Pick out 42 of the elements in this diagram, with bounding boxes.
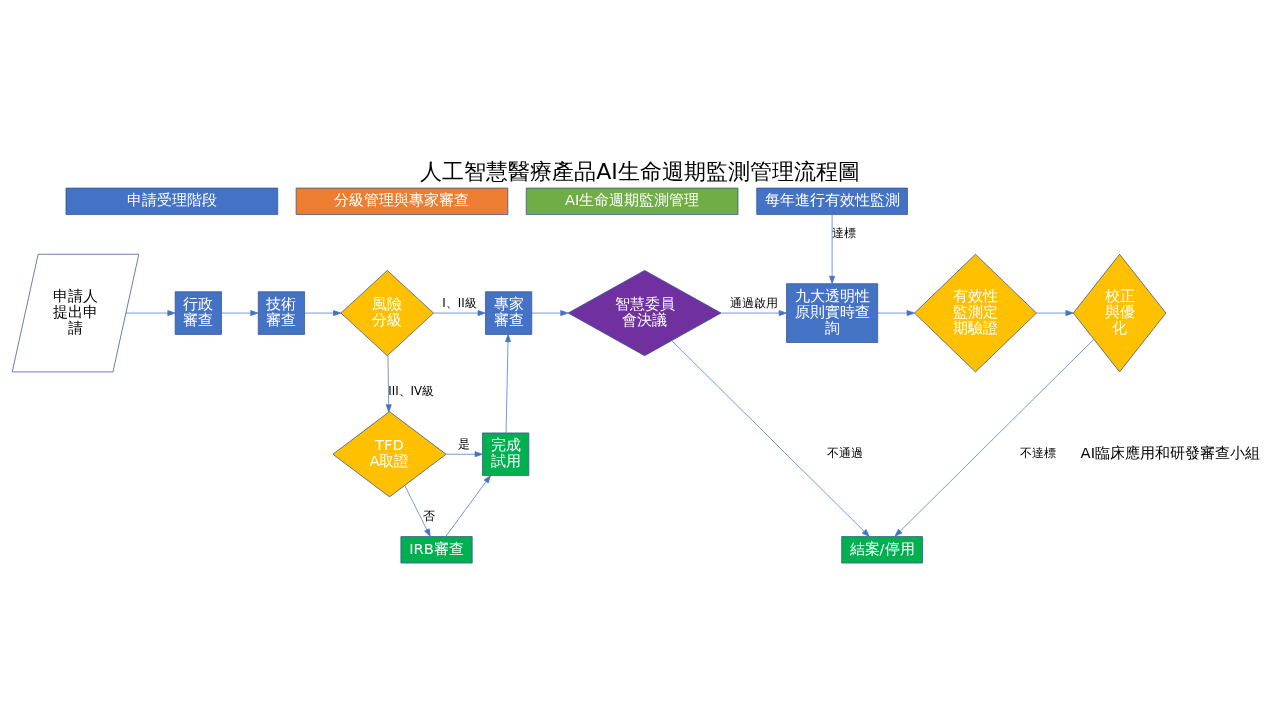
arrow [531,309,569,316]
node-box: 申請受理階段 [65,187,279,215]
arrow [671,339,870,537]
node-box: 完成試用 [482,432,530,476]
node-box: 技術審查 [257,290,305,335]
node-diamond: TFDA取證 [332,410,447,497]
arrow [445,474,491,537]
arrow [877,309,915,316]
edge-label: 不通過 [826,445,863,460]
edge-label: I、II級 [442,295,477,310]
node-box: 分級管理與專家審查 [295,187,509,215]
arrow [445,450,483,457]
node-diamond: 智慧委員會決議 [567,269,722,356]
node-box: 九大透明性原則實時查詢 [786,282,879,343]
arrow [304,309,342,316]
arrow [505,333,511,433]
node-box: 每年進行有效性監測 [756,187,908,215]
node-diamond: 有效性監測定期驗證 [914,253,1037,372]
edge-label: 不達標 [1019,445,1056,460]
arrow [829,213,836,284]
node-box: AI生命週期監測管理 [525,187,739,215]
diagram-title: 人工智慧醫療產品AI生命週期監測管理流程圖 [420,158,860,184]
arrow [894,338,1095,537]
node-box: IRB審查 [400,535,473,563]
node-diamond: 校正與優化 [1072,253,1167,372]
edge-label: III、IV級 [388,383,435,398]
edge-label: 通過啟用 [729,295,778,310]
label: AI臨床應用和研發審查小組 [1080,443,1261,461]
arrow [720,309,787,316]
node-box: 結案/停用 [841,535,923,563]
node-box: 行政審查 [174,290,222,335]
edge-label: 否 [423,508,436,523]
node-box: 專家審查 [485,290,533,335]
arrow [433,309,486,316]
edge-label: 達標 [831,225,856,240]
arrow [125,309,176,316]
arrow [221,309,259,316]
arrow [1036,309,1074,316]
arrow [385,354,392,412]
node-diamond: 風險分級 [340,269,434,356]
edge-label: 是 [458,436,471,451]
arrow [404,484,431,537]
